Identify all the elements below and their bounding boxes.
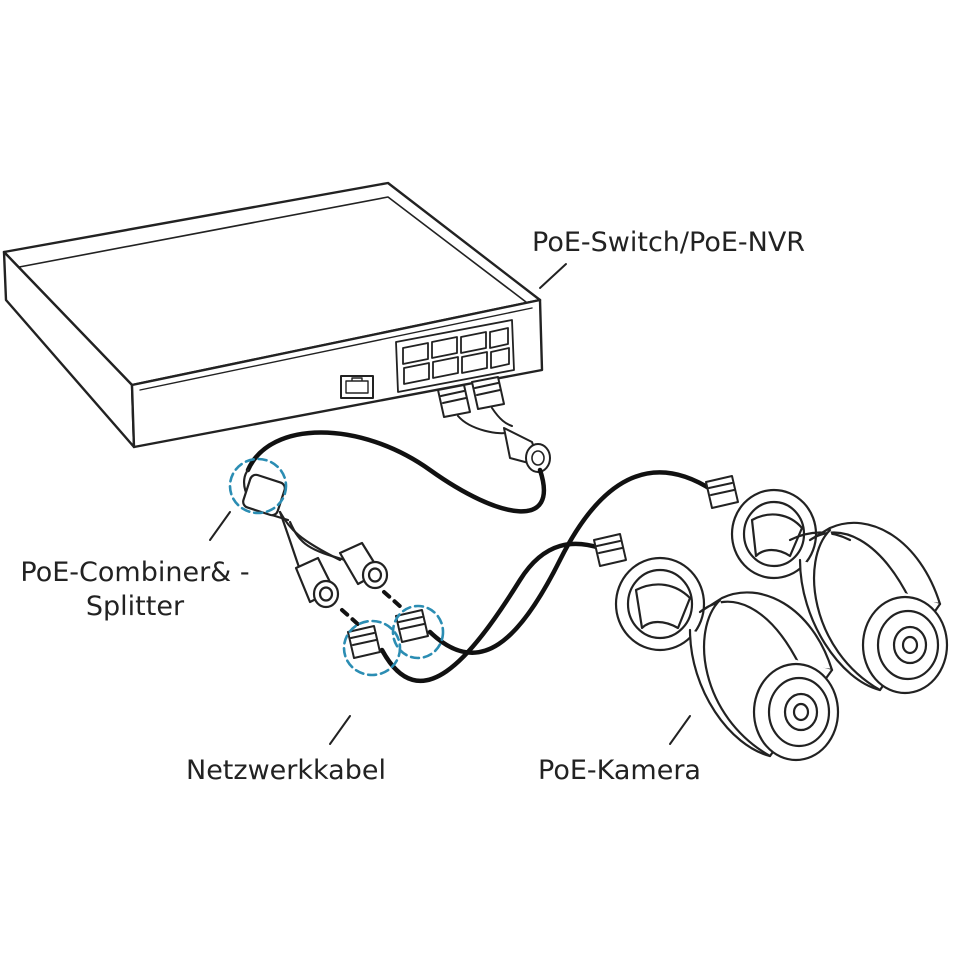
- rj45-plug-pair-icon: [347, 609, 429, 659]
- rj45-plug-icon: [437, 376, 513, 435]
- bullet-camera-icon-front: [614, 556, 840, 762]
- combiner-leader-line: [209, 511, 231, 541]
- camera-label: PoE-Kamera: [538, 755, 701, 786]
- bullet-camera-icon-back: [730, 488, 949, 695]
- poe-switch-icon: [2, 181, 567, 449]
- switch-label: PoE-Switch/PoE-NVR: [532, 227, 806, 258]
- poe-combiner-splitter-icon: [209, 468, 404, 628]
- camera-plug-icon: [593, 475, 739, 567]
- combiner-label: PoE-Combiner& - Splitter: [4, 556, 266, 624]
- camera-leader-line: [669, 715, 691, 745]
- combiner-label-line1: PoE-Combiner& -: [20, 557, 250, 588]
- switch-leader-line: [539, 263, 567, 289]
- network-cable-label: Netzwerkkabel: [186, 755, 386, 786]
- network-cables: [245, 430, 715, 684]
- cable-leader-line: [329, 715, 351, 745]
- ethernet-ports-icon: [395, 319, 515, 393]
- uplink-port-icon: [340, 375, 374, 399]
- splitter-top-icon: [503, 427, 551, 473]
- combiner-label-line2: Splitter: [85, 590, 185, 622]
- highlight-circles: [228, 457, 445, 677]
